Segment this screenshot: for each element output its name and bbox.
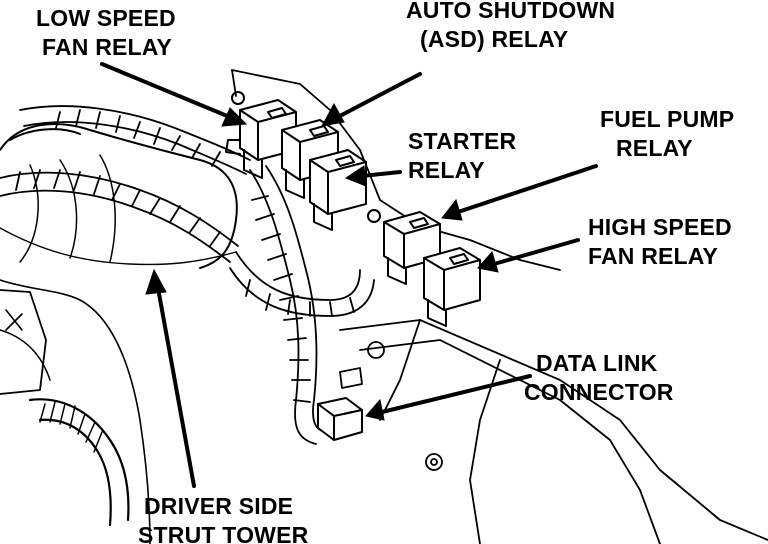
arrow-data-link-connector [365,374,532,421]
label-low-speed-fan-relay: LOW SPEED FAN RELAY [36,4,176,62]
label-driver-side-strut-tower: DRIVER SIDE STRUT TOWER [138,492,308,544]
fender-panel-drawing [231,69,768,544]
label-high-speed-fan-relay: HIGH SPEED FAN RELAY [588,213,732,271]
strut-tower-drawing [0,123,238,544]
label-line: STARTER [408,128,517,154]
data-link-connector-drawing [317,397,363,441]
label-line: AUTO SHUTDOWN [406,0,616,23]
label-line: RELAY [408,157,485,183]
label-line: FUEL PUMP [600,106,735,132]
label-line: DRIVER SIDE [144,493,294,519]
arrow-fuel-pump-relay [441,164,598,221]
label-line: LOW SPEED [36,5,176,31]
arrow-high-speed-fan-relay [477,238,580,273]
label-line: FAN RELAY [588,243,719,269]
arrow-low-speed-fan-relay [100,62,248,127]
label-line: DATA LINK [536,350,658,376]
wiring-harness-drawing [0,105,375,445]
arrow-strut-tower [145,268,196,488]
label-line: CONNECTOR [524,379,674,405]
label-fuel-pump-relay: FUEL PUMP RELAY [600,105,734,163]
label-line: RELAY [616,135,693,161]
label-data-link-connector: DATA LINK CONNECTOR [524,349,674,407]
arrow-starter-relay [344,165,402,187]
label-line: STRUT TOWER [138,522,309,544]
relay-block-drawing [225,91,481,327]
label-line: FAN RELAY [42,34,173,60]
label-starter-relay: STARTER RELAY [408,127,516,185]
label-line: HIGH SPEED [588,214,732,240]
label-asd-relay: AUTO SHUTDOWN (ASD) RELAY [406,0,615,54]
label-line: (ASD) RELAY [420,26,569,52]
leader-arrows [100,62,598,488]
arrow-asd-relay [321,72,422,127]
